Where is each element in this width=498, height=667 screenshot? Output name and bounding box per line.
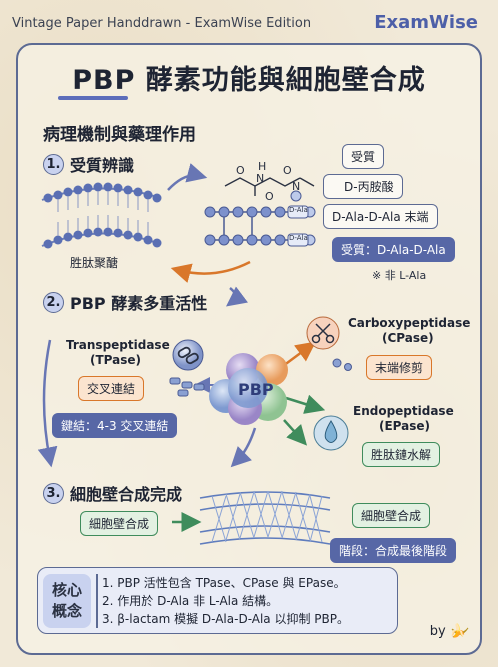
section3-title: 細胞壁合成完成: [70, 485, 183, 504]
title-underline: [58, 96, 128, 100]
cell-wall-mesh: [199, 490, 331, 545]
chain-link-icon: [172, 339, 204, 371]
core-point: 2. 作用於 D-Ala 非 L-Ala 結構。: [102, 594, 279, 608]
page-title: PBP 酵素功能與細胞壁合成: [72, 65, 426, 96]
chem-letter-h: H: [258, 160, 267, 173]
substrate-target-tag: 受質：D-Ala-D-Ala: [332, 237, 455, 262]
arrow-to-section3: [230, 427, 257, 468]
membrane-label: 胜肽聚醣: [70, 256, 119, 270]
core-label-line2: 概念: [51, 602, 82, 620]
cpase-abbr: (CPase): [382, 331, 434, 345]
chem-letter-o2: O: [283, 164, 292, 177]
section2-heading: 2. PBP 酵素多重活性: [43, 290, 207, 314]
epase-abbr: (EPase): [379, 419, 431, 433]
arrow-to-section2: [226, 286, 249, 307]
epase-name: Endopeptidase: [353, 404, 454, 418]
lala-note: ※ 非 L-Ala: [372, 269, 427, 282]
legend-substrate: 受質: [342, 144, 385, 169]
banana-icon: [451, 627, 469, 635]
section-subtitle: 病理機制與藥理作用: [43, 125, 196, 145]
legend-dala: D-丙胺酸: [323, 174, 403, 199]
legend-terminal: D-Ala-D-Ala 末端: [323, 204, 438, 229]
section2-number: 2.: [43, 291, 64, 313]
peptide-chains: [204, 177, 316, 247]
core-divider: [96, 574, 98, 628]
wall-synthesis-tag-left: 細胞壁合成: [80, 511, 159, 536]
arrow-return: [170, 260, 251, 283]
peptidoglycan-membrane: [41, 182, 162, 249]
pbp-complex: [209, 353, 288, 425]
chem-letter-o1: O: [236, 164, 245, 177]
arrow-to-cpase: [282, 341, 317, 368]
section1-title: 受質辨識: [70, 156, 135, 175]
epase-function-tag: 胜肽鏈水解: [362, 442, 441, 467]
core-concept-label: 核心 概念: [43, 574, 91, 628]
core-points: 1. PBP 活性包含 TPase、CPase 與 EPase。 2. 作用於 …: [102, 574, 349, 628]
scissors-icon: [306, 316, 340, 350]
cpase-function-tag: 末端修剪: [366, 355, 433, 380]
core-point: 3. β-lactam 模擬 D-Ala-D-Ala 以抑制 PBP。: [102, 612, 349, 626]
dala-chip-1: D-Ala: [289, 206, 308, 214]
series-title: Vintage Paper Handdrawn - ExamWise Editi…: [12, 16, 312, 31]
chem-letter-o3: O: [265, 190, 274, 203]
tpase-abbr: (TPase): [90, 353, 142, 367]
section1-heading: 1. 受質辨識: [43, 152, 134, 176]
arrow-left-flow: [37, 339, 58, 468]
tpase-strand: [169, 377, 205, 397]
drop-icon: [313, 415, 349, 451]
core-label-line1: 核心: [51, 581, 82, 599]
cpase-name: Carboxypeptidase: [348, 316, 471, 330]
section2-title: PBP 酵素多重活性: [70, 294, 208, 313]
tpase-function-tag: 交叉連結: [78, 376, 145, 401]
section3-heading: 3. 細胞壁合成完成: [43, 481, 182, 505]
core-point: 1. PBP 活性包含 TPase、CPase 與 EPase。: [102, 576, 346, 590]
brand-logo: ExamWise: [374, 12, 478, 33]
pbp-core-label: PBP: [238, 380, 274, 399]
wall-synthesis-tag-right: 細胞壁合成: [352, 503, 431, 528]
tpase-name: Transpeptidase: [66, 338, 170, 352]
arrow-to-epase: [283, 419, 308, 446]
chem-letter-n2: N: [292, 180, 301, 193]
tpase-bond-tag: 鍵結：4-3 交叉連結: [52, 413, 178, 438]
chem-letter-n1: N: [256, 172, 265, 185]
arrow-to-epase-node: [285, 394, 326, 414]
section1-number: 1.: [43, 153, 64, 175]
section3-number: 3.: [43, 482, 64, 504]
arrow-recognition: [167, 163, 208, 191]
stage-tag: 階段：合成最後階段: [330, 538, 457, 563]
byline: by 🍌: [429, 624, 466, 639]
dala-chip-2: D-Ala: [289, 234, 308, 242]
